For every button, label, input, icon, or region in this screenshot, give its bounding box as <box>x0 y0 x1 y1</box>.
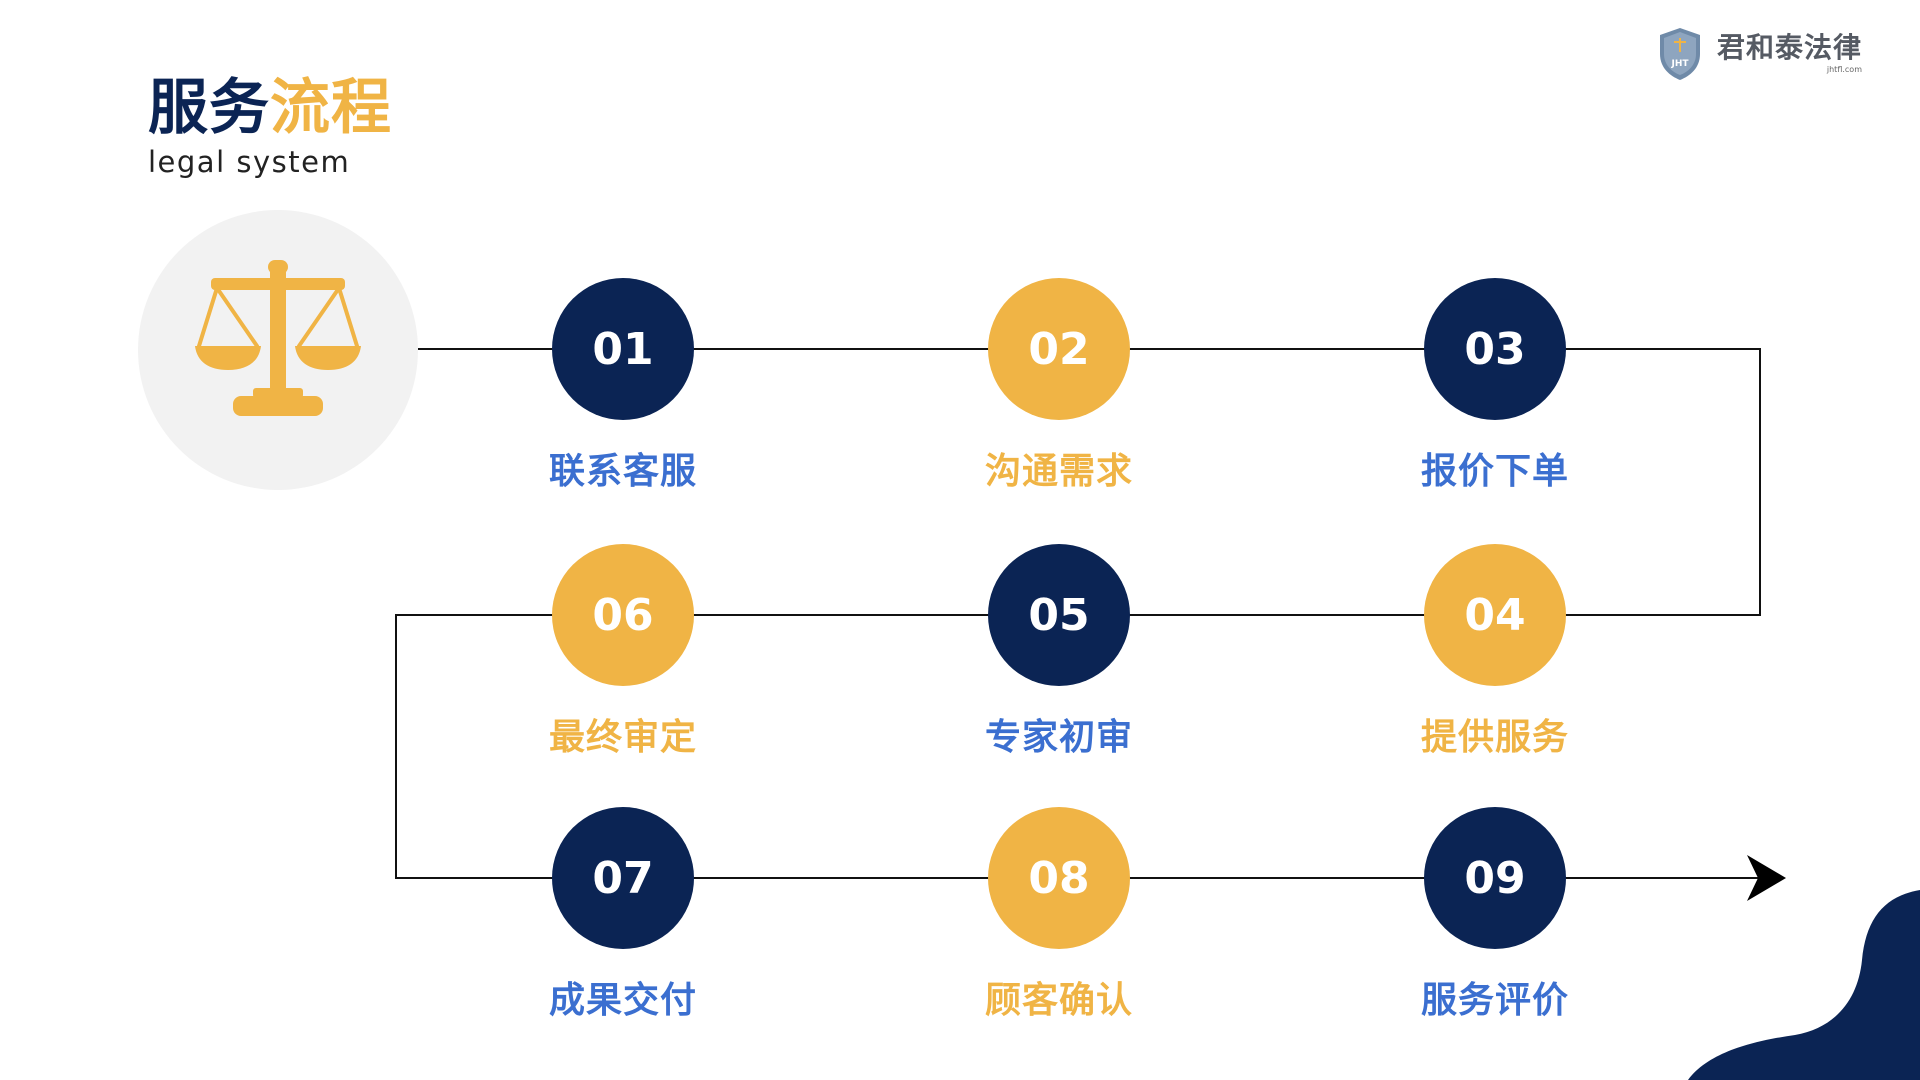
hero-icon-circle <box>138 210 418 490</box>
page-subtitle: legal system <box>148 145 351 179</box>
step-label: 最终审定 <box>548 717 697 758</box>
step-label: 专家初审 <box>984 717 1133 758</box>
page-title-part-b: 流程 <box>270 73 392 143</box>
step-number-circle: 07 <box>552 807 694 949</box>
step-label: 成果交付 <box>548 980 697 1021</box>
logo-domain: jhtfl.com <box>1826 65 1862 74</box>
brand-logo: JHT 君和泰法律 jhtfl.com <box>1657 26 1862 82</box>
step-06: 06 最终审定 <box>523 544 723 760</box>
logo-text: 君和泰法律 jhtfl.com <box>1717 34 1862 74</box>
page-title-part-a: 服务 <box>148 73 270 143</box>
step-number-circle: 02 <box>988 278 1130 420</box>
step-09: 09 服务评价 <box>1395 807 1595 1023</box>
logo-name: 君和泰法律 <box>1716 31 1862 64</box>
title-block: 服务流程 legal system <box>148 78 392 177</box>
scale-of-justice-icon <box>195 260 361 416</box>
step-04: 04 提供服务 <box>1395 544 1595 760</box>
step-label: 沟通需求 <box>984 451 1133 492</box>
step-07: 07 成果交付 <box>523 807 723 1023</box>
step-01: 01 联系客服 <box>523 278 723 494</box>
logo-shield-text: JHT <box>1670 59 1689 69</box>
step-number-circle: 03 <box>1424 278 1566 420</box>
step-number-circle: 09 <box>1424 807 1566 949</box>
shield-icon: JHT <box>1659 28 1700 80</box>
step-05: 05 专家初审 <box>959 544 1159 760</box>
step-label: 提供服务 <box>1420 717 1569 758</box>
step-label: 服务评价 <box>1420 980 1569 1021</box>
step-label: 联系客服 <box>548 451 697 492</box>
step-02: 02 沟通需求 <box>959 278 1159 494</box>
step-label: 顾客确认 <box>984 980 1133 1021</box>
step-number-circle: 05 <box>988 544 1130 686</box>
page-title: 服务流程 <box>148 78 392 138</box>
step-03: 03 报价下单 <box>1395 278 1595 494</box>
step-number-circle: 01 <box>552 278 694 420</box>
corner-decoration <box>1688 890 1920 1080</box>
step-number-circle: 08 <box>988 807 1130 949</box>
step-number-circle: 04 <box>1424 544 1566 686</box>
step-08: 08 顾客确认 <box>959 807 1159 1023</box>
step-label: 报价下单 <box>1420 451 1569 492</box>
step-number-circle: 06 <box>552 544 694 686</box>
